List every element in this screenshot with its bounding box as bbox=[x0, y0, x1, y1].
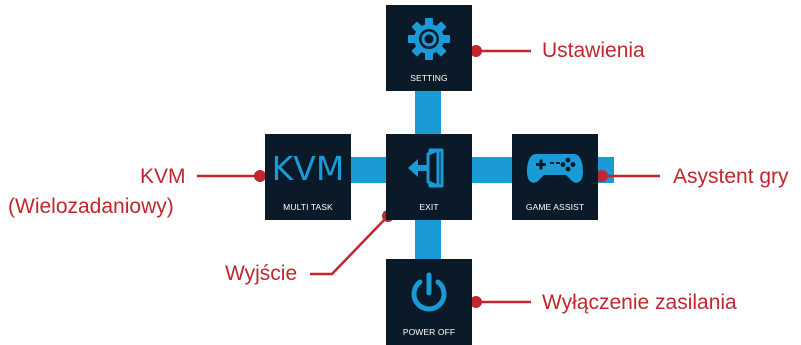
gear-icon bbox=[406, 15, 452, 63]
callout-exit: Wyjście bbox=[225, 262, 298, 285]
callout-power-off: Wyłączenie zasilania bbox=[542, 291, 737, 314]
exit-button[interactable]: EXIT bbox=[386, 134, 472, 220]
power-off-caption: POWER OFF bbox=[402, 327, 456, 337]
callout-game-assist: Asystent gry bbox=[673, 165, 789, 188]
callout-line-exit bbox=[310, 215, 389, 276]
callout-dot-kvm bbox=[254, 170, 266, 182]
callout-dot-game-assist bbox=[596, 170, 608, 182]
callout-lines bbox=[197, 49, 660, 304]
callout-setting: Ustawienia bbox=[542, 39, 645, 62]
kvm-button[interactable]: KVM MULTI TASK bbox=[265, 134, 351, 220]
game-assist-button[interactable]: GAME ASSIST bbox=[512, 134, 598, 220]
callout-kvm-line2: (Wielozadaniowy) bbox=[8, 195, 174, 218]
exit-door-icon bbox=[406, 144, 452, 192]
kvm-caption: MULTI TASK bbox=[283, 202, 333, 212]
setting-caption: SETTING bbox=[410, 73, 448, 83]
exit-caption: EXIT bbox=[419, 202, 439, 212]
power-off-button[interactable]: POWER OFF bbox=[386, 259, 472, 345]
kvm-icon-text: KVM bbox=[271, 148, 345, 188]
gamepad-icon bbox=[526, 144, 584, 192]
callout-dot-power-off bbox=[470, 296, 482, 308]
power-icon bbox=[407, 269, 451, 317]
kvm-icon: KVM bbox=[272, 144, 345, 192]
game-assist-caption: GAME ASSIST bbox=[525, 202, 585, 212]
callout-dot-setting bbox=[470, 45, 482, 57]
callout-kvm-line1: KVM bbox=[140, 165, 186, 188]
setting-button[interactable]: SETTING bbox=[386, 5, 472, 91]
